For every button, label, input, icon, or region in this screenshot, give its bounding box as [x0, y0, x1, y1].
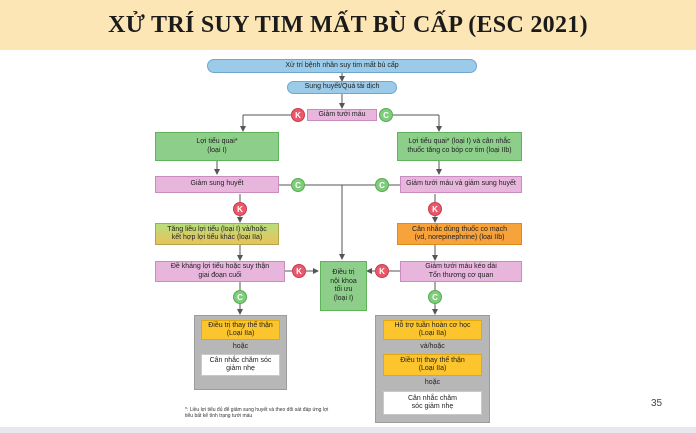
left-or-label: hoặc: [232, 342, 249, 350]
right-diuretic-box: Lợi tiểu quai* (loại I) và cân nhắc thuố…: [397, 132, 522, 161]
title-bar: XỬ TRÍ SUY TIM MẤT BÙ CẤP (ESC 2021): [0, 0, 696, 50]
left-diuretic-box: Lợi tiểu quai* (loại I): [155, 132, 279, 161]
page-title: XỬ TRÍ SUY TIM MẤT BÙ CẤP (ESC 2021): [108, 11, 588, 38]
left-resist-no-circle: K: [292, 264, 306, 278]
left-reduce-box: Giảm sung huyết: [155, 176, 279, 193]
right-andor-label: và/hoặc: [420, 342, 445, 350]
left-increase-box: Tăng liều lợi tiểu (loại I) và/hoặc kết …: [155, 223, 279, 245]
page-number: 35: [651, 398, 663, 409]
right-reduce-box: Giảm tưới máu và giảm sung huyết: [400, 176, 522, 193]
bottom-strip: [0, 427, 696, 433]
left-palliative-box: Cân nhắc chăm sóc giảm nhẹ: [201, 354, 280, 376]
right-prolonged-yes-circle: C: [428, 290, 442, 304]
footnote: *: Liều lợi tiểu đủ để giảm sung huyết v…: [185, 407, 329, 419]
no-circle: K: [291, 108, 305, 122]
congestion-box: Sung huyết/Quá tải dịch: [287, 81, 397, 94]
flowchart: Xử trí bệnh nhân suy tim mất bù cấp Sung…: [145, 54, 550, 427]
connector-lines: [214, 73, 442, 315]
right-prolonged-no-circle: K: [375, 264, 389, 278]
right-or-label: hoặc: [424, 378, 441, 386]
right-reduce-no-circle: K: [428, 202, 442, 216]
right-reduce-yes-circle: C: [375, 178, 389, 192]
left-reduce-no-circle: K: [233, 202, 247, 216]
right-rrt-box: Điều trị thay thế thận (Loại IIa): [383, 354, 482, 376]
right-prolonged-box: Giảm tưới máu kéo dài Tổn thương cơ quan: [400, 261, 522, 282]
right-mcs-box: Hỗ trợ tuần hoàn cơ học (Loại IIa): [383, 320, 482, 340]
left-resist-box: Đề kháng lợi tiểu hoặc suy thận giai đoạ…: [155, 261, 285, 282]
yes-circle: C: [379, 108, 393, 122]
right-palliative-box: Cân nhắc chăm sóc giảm nhẹ: [383, 391, 482, 415]
left-resist-yes-circle: C: [233, 290, 247, 304]
left-rrt-box: Điều trị thay thế thận (Loại IIa): [201, 320, 280, 340]
optimal-therapy-box: Điều trị nội khoa tối ưu (loại I): [320, 261, 367, 311]
right-vaso-box: Cân nhắc dùng thuốc co mạch (vd, norepin…: [397, 223, 522, 245]
start-box: Xử trí bệnh nhân suy tim mất bù cấp: [207, 59, 477, 73]
hypoperfusion-box: Giảm tưới máu: [307, 109, 377, 121]
left-reduce-yes-circle: C: [291, 178, 305, 192]
